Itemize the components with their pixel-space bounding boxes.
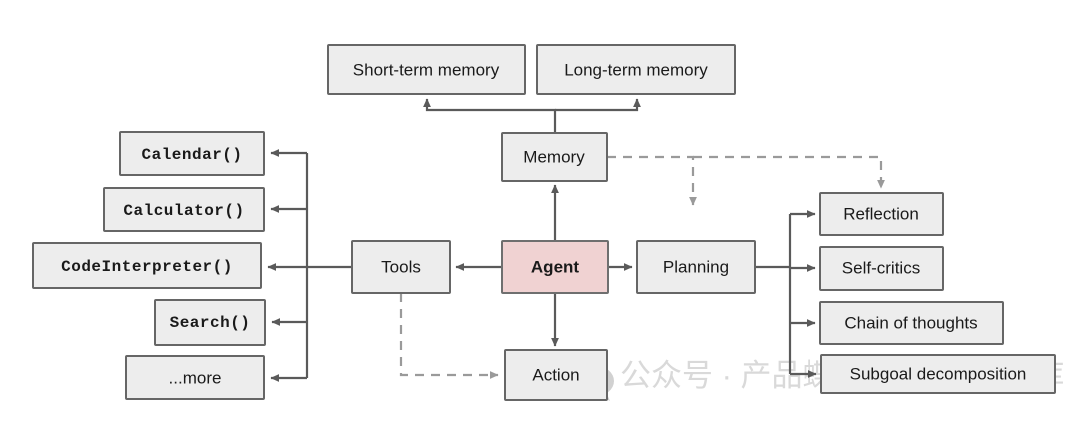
node-self-critics[interactable]: Self-critics: [819, 246, 944, 291]
edge-memory-long-term: [555, 98, 641, 112]
node-code-interpreter[interactable]: CodeInterpreter(): [32, 242, 262, 289]
node-calendar[interactable]: Calendar(): [119, 131, 265, 176]
node-long-term-memory-label: Long-term memory: [564, 60, 708, 79]
node-reflection-label: Reflection: [843, 204, 919, 223]
node-agent-label: Agent: [531, 257, 580, 276]
node-action[interactable]: Action: [504, 349, 608, 401]
node-self-critics-label: Self-critics: [842, 258, 920, 277]
node-planning-label: Planning: [663, 257, 729, 276]
node-short-term-memory-label: Short-term memory: [353, 60, 500, 79]
node-search[interactable]: Search(): [154, 299, 266, 346]
node-calendar-label: Calendar(): [141, 146, 242, 164]
edge-tools-action-dashed: [399, 293, 499, 379]
node-search-label: Search(): [170, 314, 251, 332]
node-more[interactable]: ...more: [125, 355, 265, 400]
node-action-label: Action: [532, 365, 579, 384]
node-code-interpreter-label: CodeInterpreter(): [61, 258, 233, 276]
node-subgoal-decomposition-label: Subgoal decomposition: [850, 364, 1027, 383]
node-agent[interactable]: Agent: [501, 240, 609, 294]
node-memory-label: Memory: [523, 147, 585, 166]
node-tools-label: Tools: [381, 257, 421, 276]
edge-memory-planning-dashed: [607, 155, 697, 206]
node-more-label: ...more: [169, 368, 222, 387]
edge-memory-short-term: [423, 98, 557, 133]
node-short-term-memory[interactable]: Short-term memory: [327, 44, 526, 95]
edge-memory-reflection-dashed: [693, 155, 885, 189]
node-memory[interactable]: Memory: [501, 132, 608, 182]
node-long-term-memory[interactable]: Long-term memory: [536, 44, 736, 95]
node-tools[interactable]: Tools: [351, 240, 451, 294]
node-planning[interactable]: Planning: [636, 240, 756, 294]
node-reflection[interactable]: Reflection: [819, 192, 944, 236]
node-calculator-label: Calculator(): [123, 202, 244, 220]
node-chain-of-thoughts[interactable]: Chain of thoughts: [819, 301, 1004, 345]
node-subgoal-decomposition[interactable]: Subgoal decomposition: [820, 354, 1056, 394]
node-chain-of-thoughts-label: Chain of thoughts: [844, 313, 977, 332]
node-calculator[interactable]: Calculator(): [103, 187, 265, 232]
